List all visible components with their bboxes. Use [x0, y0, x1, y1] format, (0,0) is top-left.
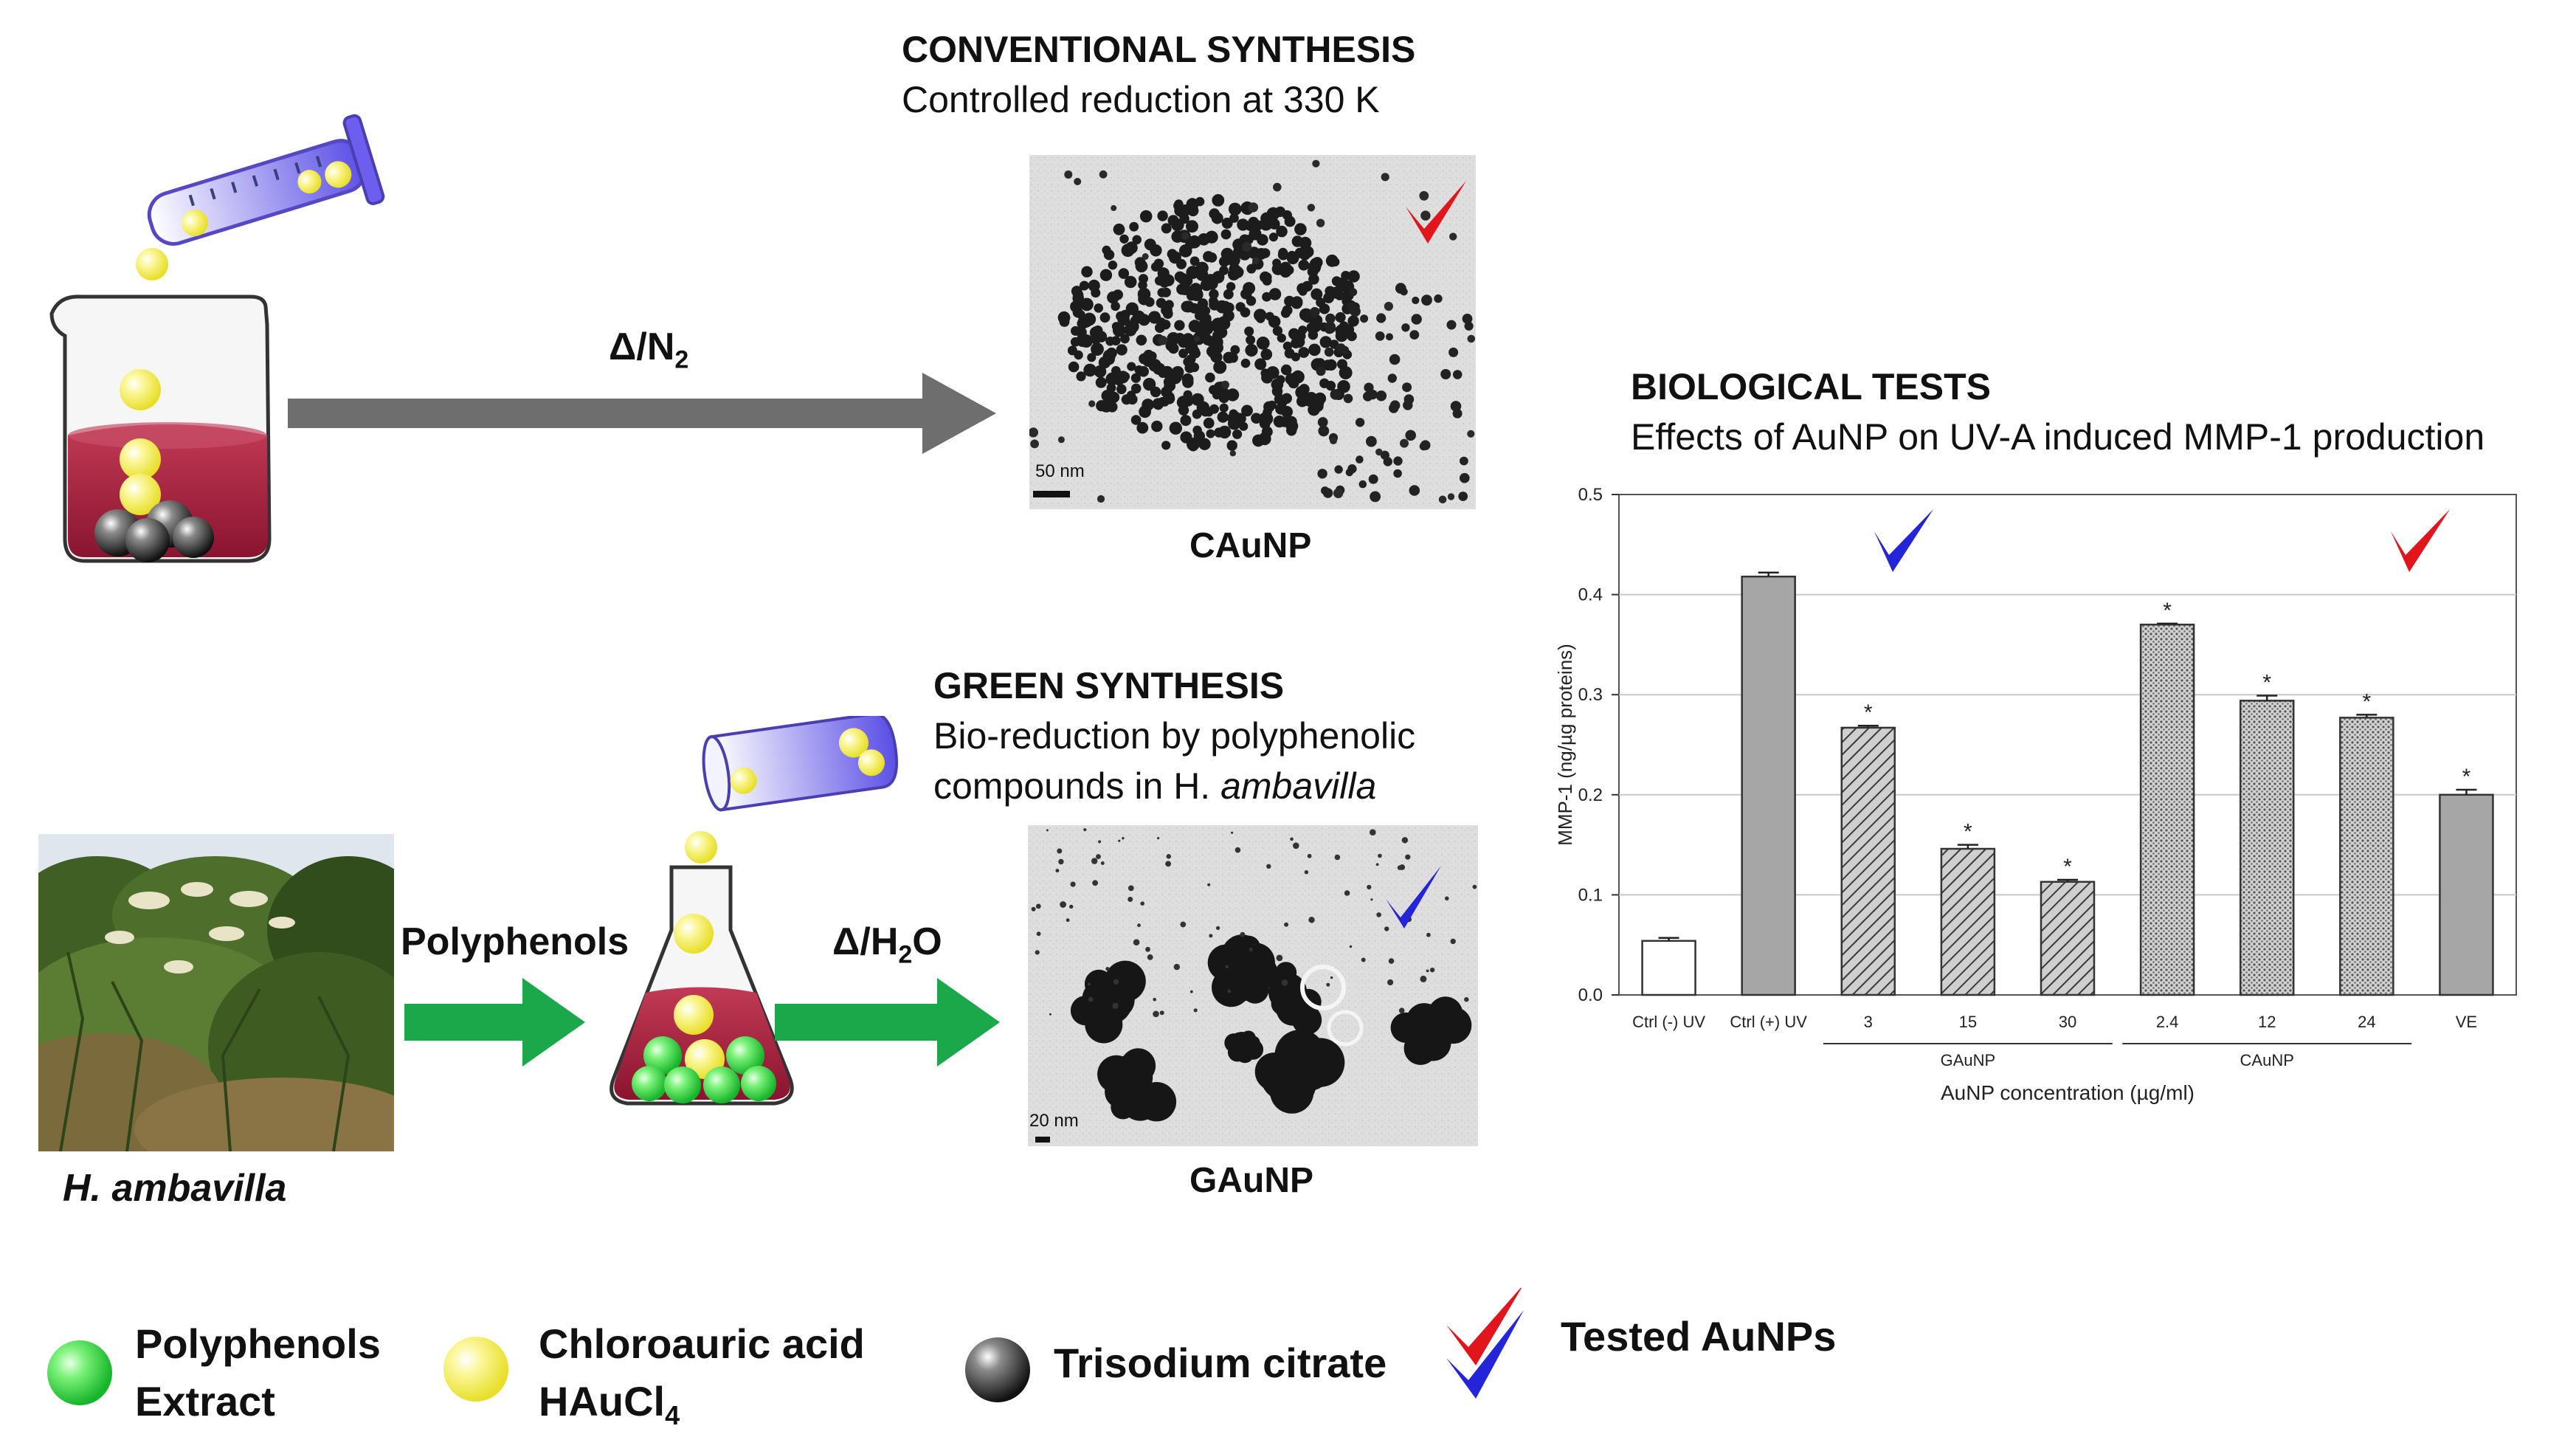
plant-photo: [38, 834, 394, 1151]
polyphenols-sphere-icon: [47, 1340, 112, 1405]
check-icon: [1406, 181, 1466, 244]
x-tick-label: 12: [2258, 1013, 2276, 1031]
polyphenols-arrow-label: Polyphenols: [401, 920, 629, 963]
y-tick-label: 0.2: [1578, 785, 1603, 805]
x-axis-label: AuNP concentration (µg/ml): [1941, 1081, 2195, 1104]
conventional-title: CONVENTIONAL SYNTHESIS: [902, 29, 1416, 70]
green-subtitle-line1: Bio-reduction by polyphenolic: [933, 715, 1416, 757]
significance-mark: *: [1864, 700, 1873, 725]
legend-tested: Tested AuNPs: [1561, 1313, 1837, 1360]
bar: [2239, 700, 2295, 996]
chloroauric-sphere-icon: [443, 1337, 508, 1402]
x-tick-label: 15: [1959, 1013, 1977, 1031]
x-tick-label: VE: [2456, 1013, 2477, 1031]
bar: [2139, 624, 2195, 996]
bar: [1940, 847, 1996, 996]
x-tick-label: 2.4: [2156, 1013, 2179, 1031]
biological-title: BIOLOGICAL TESTS: [1631, 366, 1991, 407]
bar: [2339, 717, 2394, 996]
x-tick-label: 3: [1864, 1013, 1873, 1031]
tested-check-icon: [1446, 1288, 1524, 1399]
beaker-illustration: [49, 114, 385, 563]
y-tick-label: 0.0: [1578, 985, 1603, 1005]
erlenmeyer-flask-icon: [610, 865, 794, 1106]
check-icon-blue: [1874, 509, 1933, 572]
polyphenols-arrow: [404, 978, 585, 1067]
tem-image-gaunp: 20 nm: [1028, 825, 1478, 1146]
conventional-arrow-label: Δ/N2: [609, 325, 689, 374]
check-icon-red: [2391, 509, 2450, 572]
gaunp-label: GAuNP: [1189, 1161, 1313, 1200]
legend-citrate: Trisodium citrate: [1054, 1340, 1387, 1386]
legend-chloroauric: Chloroauric acid HAuCl4: [539, 1320, 865, 1431]
x-tick-label: Ctrl (-) UV: [1632, 1013, 1705, 1031]
y-tick-label: 0.1: [1578, 885, 1603, 905]
group-label: GAuNP: [1941, 1051, 1996, 1069]
biological-subtitle: Effects of AuNP on UV-A induced MMP-1 pr…: [1631, 416, 2485, 458]
scale-bar-label: 20 nm: [1029, 1111, 1079, 1131]
significance-mark: *: [2063, 855, 2072, 879]
scale-bar: [1033, 491, 1070, 497]
bar: [2439, 793, 2494, 996]
group-label: CAuNP: [2240, 1051, 2294, 1069]
flask-illustration: [610, 716, 899, 1106]
test-tube-icon: [702, 716, 899, 812]
green-arrow-label: Δ/H2O: [832, 920, 942, 969]
caunp-label: CAuNP: [1189, 526, 1312, 565]
chart-bars: [1641, 571, 2494, 996]
conventional-subtitle: Controlled reduction at 330 K: [902, 79, 1380, 120]
bar: [1840, 726, 1896, 996]
significance-mark: *: [2362, 689, 2371, 714]
green-arrow: [775, 978, 1000, 1067]
y-tick-label: 0.5: [1578, 485, 1603, 505]
bar: [1741, 575, 1796, 996]
scale-bar-label: 50 nm: [1035, 461, 1085, 481]
beaker-icon: [49, 294, 272, 563]
green-subtitle-line2: compounds in H. ambavilla: [933, 765, 1377, 807]
y-tick-label: 0.3: [1578, 685, 1603, 705]
y-axis-label: MMP-1 (ng/µg proteins): [1554, 644, 1576, 846]
y-tick-label: 0.4: [1578, 585, 1603, 605]
scale-bar: [1035, 1137, 1050, 1143]
x-tick-label: 30: [2059, 1013, 2076, 1031]
bar: [1641, 940, 1696, 996]
falling-drop: [136, 248, 168, 280]
conventional-arrow: [288, 373, 996, 454]
pipette-icon: [147, 114, 385, 246]
bar: [2040, 881, 2096, 996]
citrate-sphere-icon: [965, 1337, 1030, 1402]
legend-polyphenols: Polyphenols Extract: [135, 1320, 381, 1424]
chart-axes: [1612, 494, 2412, 1044]
tem-image-caunp: 50 nm: [1029, 155, 1476, 509]
significance-mark: *: [2262, 671, 2271, 695]
significance-mark: *: [1964, 820, 1972, 844]
x-tick-label: Ctrl (+) UV: [1730, 1013, 1807, 1031]
significance-mark: *: [2462, 765, 2471, 789]
green-title: GREEN SYNTHESIS: [933, 665, 1285, 706]
plant-label: H. ambavilla: [63, 1167, 287, 1210]
significance-mark: *: [2163, 599, 2172, 623]
x-tick-label: 24: [2358, 1013, 2375, 1031]
